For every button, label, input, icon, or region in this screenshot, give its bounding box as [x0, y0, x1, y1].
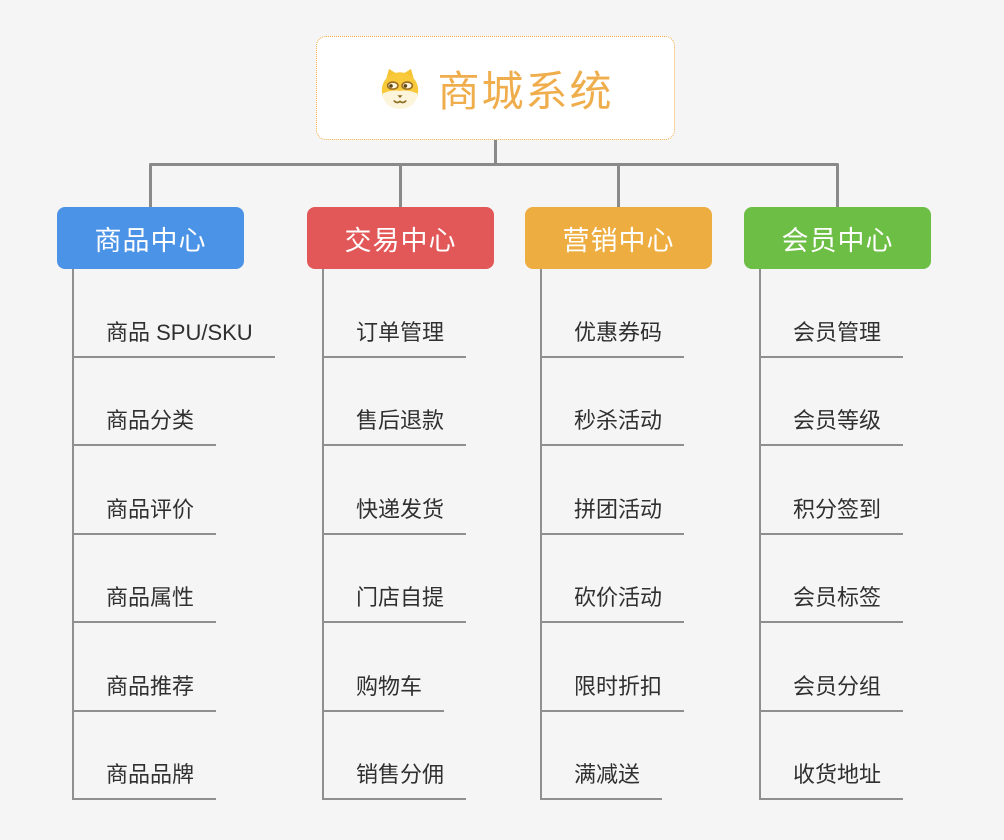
leaf-node[interactable]: 商品分类: [72, 358, 275, 446]
leaf-node[interactable]: 秒杀活动: [540, 358, 685, 446]
branch-node-trade[interactable]: 交易中心: [307, 207, 494, 269]
branch-node-product[interactable]: 商品中心: [57, 207, 244, 269]
leaf-node[interactable]: 会员分组: [759, 623, 904, 712]
branch-column-member: 会员中心 会员管理 会员等级 积分签到 会员标签 会员分组 收货地址: [744, 207, 931, 800]
root-node[interactable]: 商城系统: [316, 36, 675, 140]
leaf-node[interactable]: 商品推荐: [72, 623, 275, 712]
leaf-node[interactable]: 会员管理: [759, 269, 904, 358]
leaf-node[interactable]: 会员标签: [759, 535, 904, 623]
leaf-node[interactable]: 收货地址: [759, 712, 904, 800]
leaf-node[interactable]: 满减送: [540, 712, 684, 800]
leaf-node[interactable]: 销售分佣: [322, 712, 467, 800]
doge-icon: [377, 65, 423, 111]
leaf-node[interactable]: 限时折扣: [540, 623, 685, 712]
root-title: 商城系统: [437, 67, 614, 115]
leaf-node[interactable]: 会员等级: [759, 358, 904, 446]
leaf-node[interactable]: 门店自提: [322, 535, 467, 623]
branch-node-member[interactable]: 会员中心: [744, 207, 931, 269]
leaf-node[interactable]: 商品属性: [72, 535, 275, 623]
leaf-node[interactable]: 购物车: [322, 623, 466, 712]
leaf-node[interactable]: 商品评价: [72, 446, 275, 535]
branch-item-list: 订单管理 售后退款 快递发货 门店自提 购物车 销售分佣: [322, 269, 467, 800]
leaf-node[interactable]: 砍价活动: [540, 535, 685, 623]
leaf-node[interactable]: 拼团活动: [540, 446, 685, 535]
branch-column-marketing: 营销中心 优惠券码 秒杀活动 拼团活动 砍价活动 限时折扣 满减送: [525, 207, 712, 800]
branch-item-list: 优惠券码 秒杀活动 拼团活动 砍价活动 限时折扣 满减送: [540, 269, 685, 800]
leaf-node[interactable]: 优惠券码: [540, 269, 685, 358]
leaf-node[interactable]: 商品 SPU/SKU: [72, 269, 275, 358]
leaf-node[interactable]: 售后退款: [322, 358, 467, 446]
branch-item-list: 会员管理 会员等级 积分签到 会员标签 会员分组 收货地址: [759, 269, 904, 800]
leaf-node[interactable]: 快递发货: [322, 446, 467, 535]
branch-column-product: 商品中心 商品 SPU/SKU 商品分类 商品评价 商品属性 商品推荐 商品品牌: [57, 207, 275, 800]
leaf-node[interactable]: 商品品牌: [72, 712, 275, 800]
leaf-node[interactable]: 订单管理: [322, 269, 467, 358]
branch-column-trade: 交易中心 订单管理 售后退款 快递发货 门店自提 购物车 销售分佣: [307, 207, 494, 800]
branch-node-marketing[interactable]: 营销中心: [525, 207, 712, 269]
branch-item-list: 商品 SPU/SKU 商品分类 商品评价 商品属性 商品推荐 商品品牌: [72, 269, 275, 800]
leaf-node[interactable]: 积分签到: [759, 446, 904, 535]
